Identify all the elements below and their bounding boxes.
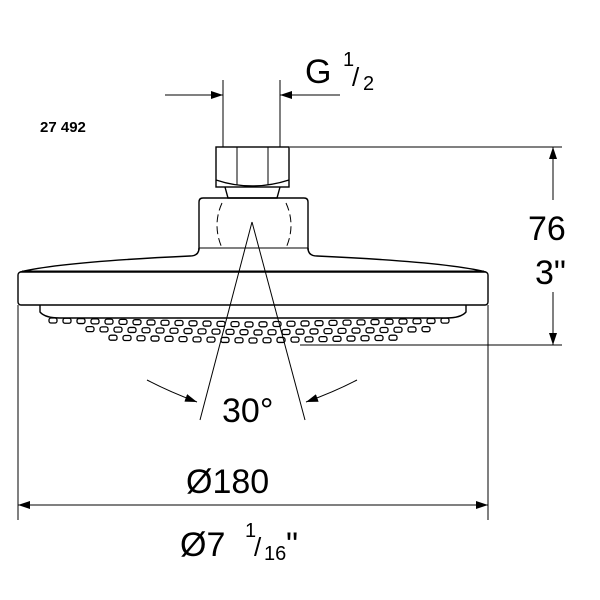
nozzle <box>118 318 128 326</box>
diameter-inch-num: 1 <box>245 520 256 542</box>
nozzle <box>440 317 450 324</box>
product-number: 27 492 <box>40 119 86 136</box>
height-inch: 3" <box>535 254 566 292</box>
thread-dimension: G 1 / 2 <box>165 49 374 147</box>
nozzle <box>160 319 170 326</box>
shower-head <box>17 146 489 344</box>
nozzle <box>146 319 156 326</box>
nozzle <box>276 336 286 344</box>
nozzle <box>351 327 361 334</box>
nozzle <box>197 328 207 335</box>
thread-num: 1 <box>343 49 354 71</box>
nozzle <box>150 335 160 342</box>
nozzle <box>220 336 230 344</box>
nozzle <box>248 337 258 344</box>
nozzles <box>48 317 450 344</box>
nozzle <box>253 329 263 336</box>
diameter-inch-mark: " <box>286 526 298 564</box>
nozzle <box>178 335 188 343</box>
nozzle <box>379 326 389 334</box>
nozzle <box>132 319 142 326</box>
nozzle <box>48 317 58 324</box>
nozzle <box>421 326 431 333</box>
nozzle <box>206 336 216 343</box>
spray-angle: 30° <box>146 221 358 430</box>
diameter-slash: / <box>254 532 262 562</box>
nozzle <box>384 318 394 325</box>
nozzle <box>398 318 408 325</box>
nozzle <box>188 320 198 327</box>
nozzle <box>337 327 347 335</box>
thread-slash: / <box>352 62 360 92</box>
nozzle <box>388 334 398 341</box>
nozzle <box>267 329 277 336</box>
nozzle <box>328 319 338 327</box>
nozzle <box>295 328 305 335</box>
nozzle <box>290 336 300 343</box>
nozzle <box>136 335 146 342</box>
nozzle <box>99 326 109 333</box>
nozzle <box>230 320 240 328</box>
thread-den: 2 <box>363 73 374 95</box>
nozzle <box>122 334 132 342</box>
diameter-inch-den: 16 <box>264 543 286 565</box>
nozzle <box>360 335 370 342</box>
angle-label: 30° <box>222 392 273 430</box>
nozzle <box>104 318 114 325</box>
diameter-inch-whole: Ø7 <box>180 526 225 564</box>
nozzle <box>346 335 356 342</box>
nozzle <box>90 318 100 325</box>
nozzle <box>216 320 226 328</box>
nozzle <box>300 320 310 327</box>
nozzle <box>370 318 380 326</box>
nozzle <box>234 337 244 344</box>
nozzle <box>258 321 268 328</box>
nozzle <box>332 335 342 342</box>
nozzle <box>412 318 422 325</box>
nozzle <box>272 320 282 328</box>
height-dimension: 76 3" <box>290 146 566 346</box>
nozzle <box>113 326 123 333</box>
height-mm: 76 <box>528 210 566 248</box>
nozzle <box>374 334 384 342</box>
nozzle <box>407 326 417 333</box>
nozzle <box>356 319 366 326</box>
nozzle <box>393 326 403 333</box>
nozzle <box>286 320 296 327</box>
nozzle <box>174 319 184 327</box>
nozzle <box>262 337 272 344</box>
nozzle <box>108 334 118 341</box>
nozzle <box>202 320 212 327</box>
nozzle <box>304 336 314 343</box>
nozzle <box>309 328 319 335</box>
nozzle <box>183 327 193 335</box>
nozzle <box>76 317 86 325</box>
nozzle <box>426 317 436 325</box>
nozzle <box>211 328 221 335</box>
nozzle <box>281 328 291 336</box>
nozzle <box>85 325 95 333</box>
nozzle <box>192 336 202 343</box>
nozzle <box>127 326 137 334</box>
nozzle <box>239 329 249 336</box>
nozzle <box>62 317 72 324</box>
nozzle <box>169 327 179 334</box>
nozzle <box>155 327 165 334</box>
nozzle <box>314 320 324 327</box>
nozzle <box>342 319 352 326</box>
nozzle <box>164 335 174 342</box>
diameter-mm: Ø180 <box>186 463 269 501</box>
nozzle <box>225 328 235 336</box>
nozzle <box>318 335 328 343</box>
diameter-dimension: Ø180 Ø7 1 / 16 " <box>17 305 489 565</box>
thread-label: G <box>305 53 331 91</box>
nozzle <box>365 327 375 334</box>
nozzle <box>323 327 333 335</box>
nozzle <box>141 327 151 334</box>
nozzle <box>244 321 254 328</box>
